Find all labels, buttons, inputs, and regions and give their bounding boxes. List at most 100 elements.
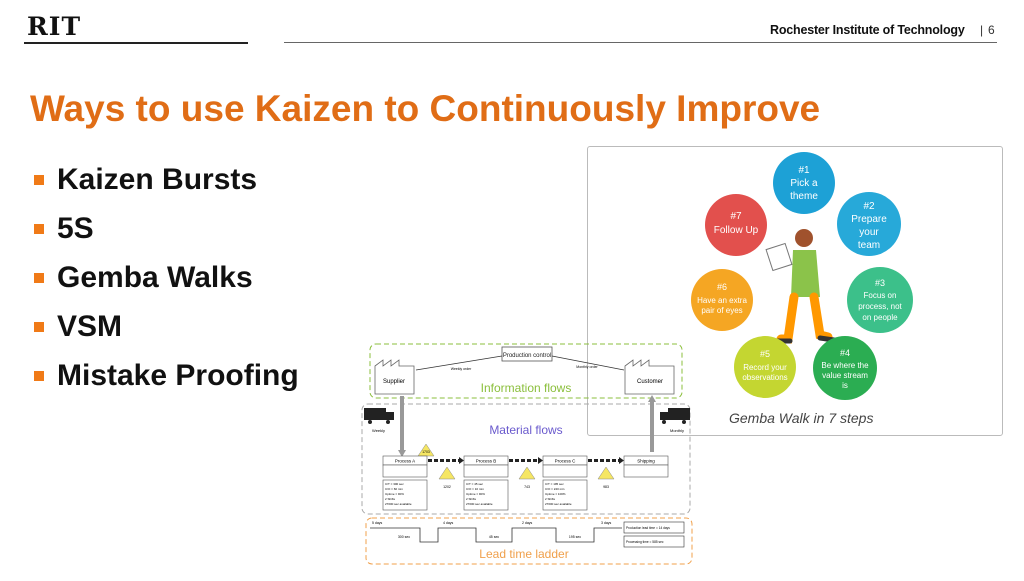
step-label: your xyxy=(859,227,879,238)
supplier-factory-icon xyxy=(374,359,415,395)
svg-text:27000 sec available: 27000 sec available xyxy=(385,502,412,506)
rit-logo: RIT xyxy=(27,12,82,41)
step-label: observations xyxy=(742,373,787,382)
step-label: on people xyxy=(862,313,898,322)
days-label: 2 days xyxy=(522,521,533,525)
page-number: 6 xyxy=(988,23,995,37)
truck-icon xyxy=(660,408,690,424)
inventory-label: 1202 xyxy=(443,485,451,489)
bullet-item: Mistake Proofing xyxy=(34,351,299,400)
information-flows-region xyxy=(369,343,683,399)
bullet-text: Mistake Proofing xyxy=(57,358,299,392)
bullet-square-icon xyxy=(34,174,44,185)
days-label: 4 days xyxy=(443,521,454,525)
step-label: Record your xyxy=(743,363,787,372)
step-number: #4 xyxy=(840,348,850,358)
process-name: Process B xyxy=(476,459,497,464)
truck-icon xyxy=(364,408,394,424)
customer-label: Customer xyxy=(637,379,663,385)
figure-caption: Gemba Walk in 7 steps xyxy=(729,410,873,426)
processing-time-label: Processing time = 585 sec xyxy=(626,540,664,544)
step-number: #6 xyxy=(717,282,727,292)
svg-text:C/T = 195 sec: C/T = 195 sec xyxy=(545,482,564,486)
inventory-triangle-icon xyxy=(597,466,615,480)
svg-text:C/T = 45 sec: C/T = 45 sec xyxy=(466,482,484,486)
svg-text:Uptime = 100%: Uptime = 100% xyxy=(545,492,566,496)
svg-text:C/O = 10 min: C/O = 10 min xyxy=(466,487,484,491)
step-label: process, not xyxy=(858,302,902,311)
order-label: Weekly order xyxy=(451,367,472,371)
bullet-text: VSM xyxy=(57,309,123,343)
step-bubble: #3 Focus on process, not on people xyxy=(847,267,913,333)
svg-text:C/T = 300 sec: C/T = 300 sec xyxy=(385,482,404,486)
header-rule-right xyxy=(284,42,997,43)
days-label: 5 days xyxy=(372,521,383,525)
svg-text:Uptime = 90%: Uptime = 90% xyxy=(385,492,404,496)
weekly-label: Weekly xyxy=(372,428,385,433)
process-box: Process A C/T = 300 sec C/O = 60 min Upt… xyxy=(382,455,428,511)
step-bubble: #5 Record your observations xyxy=(734,336,796,398)
seconds-label: 195 sec xyxy=(569,535,582,539)
process-box: Process C C/T = 195 sec C/O = 240 min Up… xyxy=(542,455,588,511)
step-bubble: #7 Follow Up xyxy=(705,194,767,256)
bullet-square-icon xyxy=(34,223,44,234)
process-box: Process B C/T = 45 sec C/O = 10 min Upti… xyxy=(463,455,509,511)
svg-text:C/O = 60 min: C/O = 60 min xyxy=(385,487,403,491)
person-with-clipboard-icon xyxy=(765,229,837,344)
step-number: #7 xyxy=(730,211,742,222)
step-label: is xyxy=(842,381,848,390)
lead-time-label: Production lead time = 14 days xyxy=(626,526,670,530)
bullet-item: VSM xyxy=(34,302,299,351)
inventory-label: 743 xyxy=(524,485,530,489)
svg-text:C/O = 240 min: C/O = 240 min xyxy=(545,487,565,491)
value-stream-map-figure: Production control Supplier Customer Wee… xyxy=(358,340,698,576)
customer-factory-icon xyxy=(624,359,675,395)
bullet-item: 5S xyxy=(34,204,299,253)
bullet-square-icon xyxy=(34,370,44,381)
seconds-label: 45 sec xyxy=(489,535,500,539)
svg-text:27000 sec available: 27000 sec available xyxy=(466,502,493,506)
step-label: team xyxy=(858,240,880,251)
step-bubble: #4 Be where the value stream is xyxy=(813,336,877,400)
bullet-text: Gemba Walks xyxy=(57,260,253,294)
step-label: Pick a xyxy=(790,178,818,189)
bullet-square-icon xyxy=(34,321,44,332)
step-number: #1 xyxy=(798,165,810,176)
slide-title: Ways to use Kaizen to Continuously Impro… xyxy=(30,88,821,129)
step-label: value stream xyxy=(822,371,868,380)
days-label: 3 days xyxy=(601,521,612,525)
bullet-list: Kaizen Bursts 5S Gemba Walks VSM Mistake… xyxy=(34,155,299,400)
step-label: Focus on xyxy=(864,291,897,300)
step-number: #3 xyxy=(875,278,885,288)
inventory-triangle-icon xyxy=(438,466,456,480)
monthly-label: Monthly xyxy=(670,428,684,433)
process-name: Process C xyxy=(555,459,577,464)
value-stream-map: Production control Supplier Customer Wee… xyxy=(361,343,693,565)
step-bubble: #6 Have an extra pair of eyes xyxy=(691,269,753,331)
inventory-label: 1703 xyxy=(422,450,430,454)
process-name: Shipping xyxy=(637,459,655,464)
bullet-text: Kaizen Bursts xyxy=(57,162,258,196)
step-number: #2 xyxy=(863,201,875,212)
institution-name: Rochester Institute of Technology xyxy=(770,23,965,37)
information-flows-label: Information flows xyxy=(481,381,572,395)
inventory-triangle-icon xyxy=(518,466,536,480)
step-bubble: #2 Prepare your team xyxy=(837,192,901,256)
step-label: pair of eyes xyxy=(701,306,742,315)
svg-text:2 Shifts: 2 Shifts xyxy=(385,497,396,501)
inventory-label: 983 xyxy=(603,485,609,489)
svg-text:Uptime = 90%: Uptime = 90% xyxy=(466,492,485,496)
step-label: Follow Up xyxy=(714,225,759,236)
step-label: Have an extra xyxy=(697,296,747,305)
step-label: Be where the xyxy=(821,361,869,370)
gemba-walk-diagram: #1 Pick a theme #2 Prepare your team #3 … xyxy=(691,152,913,426)
step-label: theme xyxy=(790,191,818,202)
production-control-label: Production control xyxy=(503,353,551,359)
svg-text:27000 sec available: 27000 sec available xyxy=(545,502,572,506)
step-number: #5 xyxy=(760,349,770,359)
supplier-label: Supplier xyxy=(383,379,405,385)
seconds-label: 300 sec xyxy=(398,535,411,539)
svg-text:2 Shifts: 2 Shifts xyxy=(466,497,477,501)
bullet-item: Gemba Walks xyxy=(34,253,299,302)
process-name: Process A xyxy=(395,459,415,464)
